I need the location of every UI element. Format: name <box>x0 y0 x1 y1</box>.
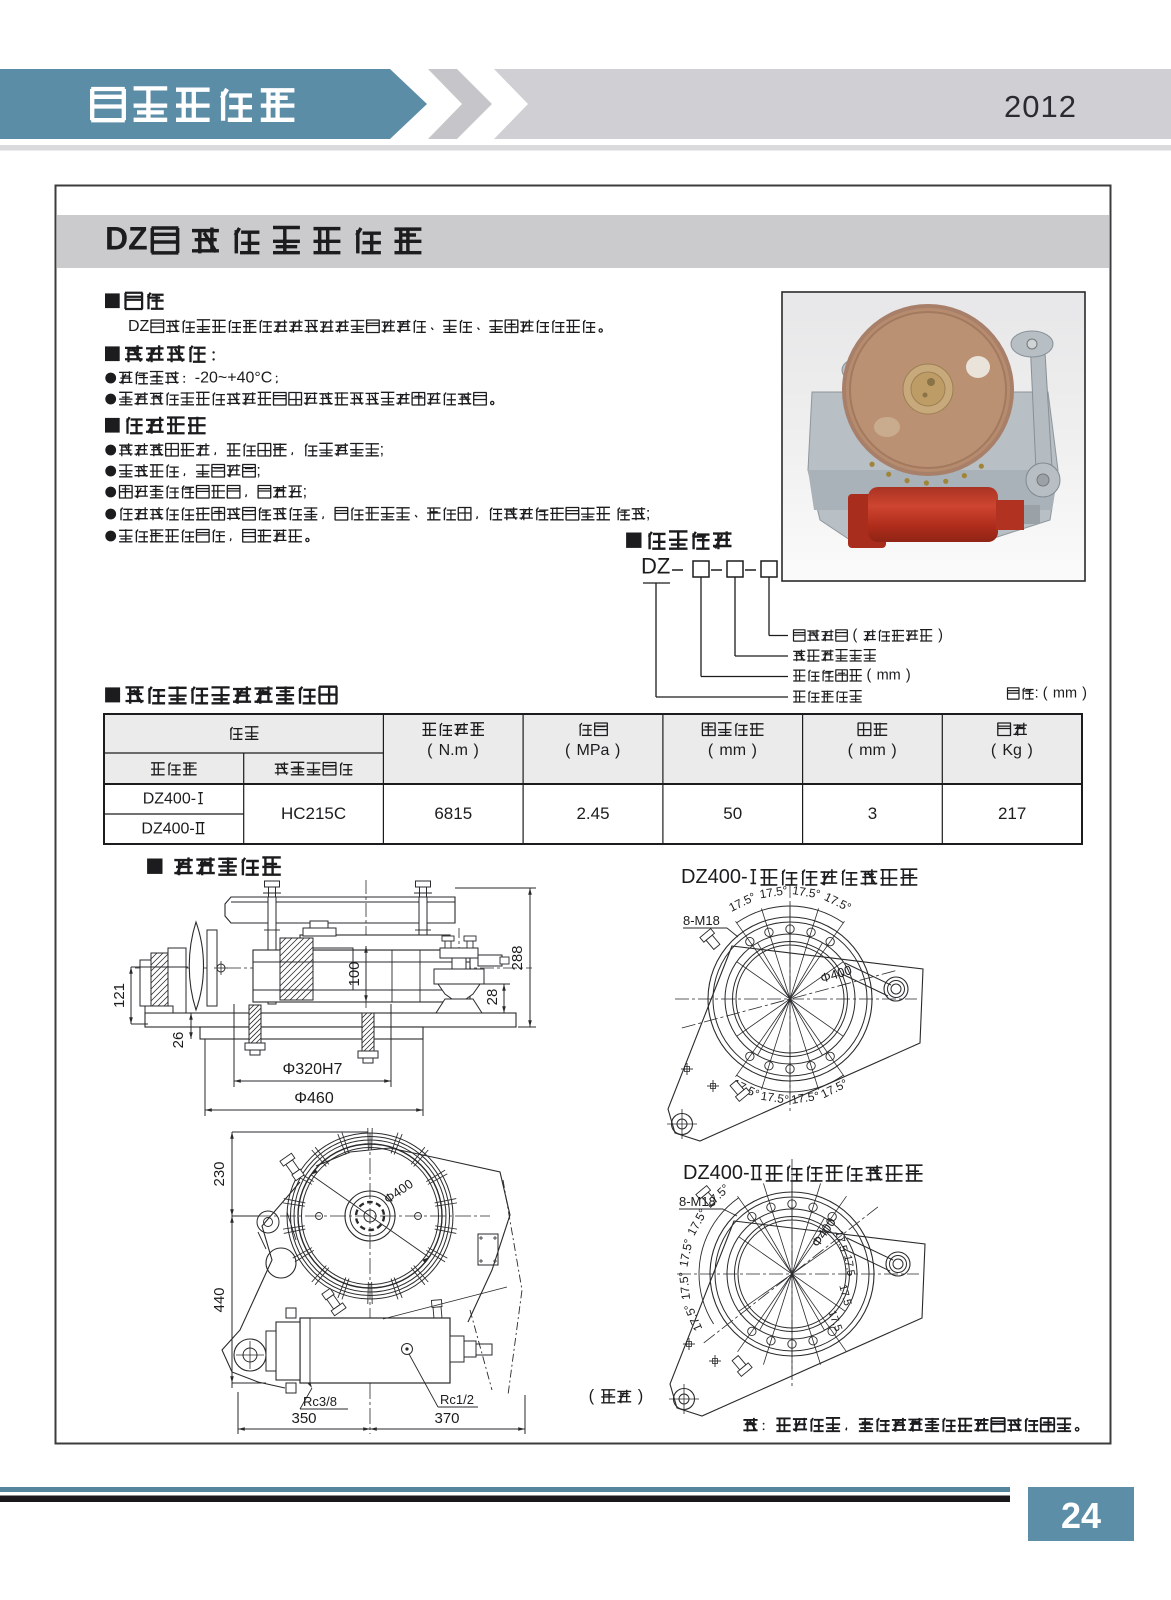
svg-text:;: ; <box>380 441 384 458</box>
svg-text:17.5°: 17.5° <box>676 1238 695 1269</box>
svg-text:17.5: 17.5 <box>832 1229 849 1253</box>
svg-text:): ) <box>1028 742 1033 759</box>
svg-text:(: ( <box>852 628 857 644</box>
svg-text:mm: mm <box>859 742 886 759</box>
svg-text:(: ( <box>427 742 433 759</box>
svg-text:3: 3 <box>868 804 877 823</box>
svg-text:370: 370 <box>434 1410 459 1427</box>
svg-text:17.5: 17.5 <box>836 1283 853 1307</box>
svg-text:mm: mm <box>1053 686 1077 702</box>
svg-text:440: 440 <box>211 1287 228 1312</box>
svg-text:HC215C: HC215C <box>281 804 346 823</box>
svg-text:50: 50 <box>723 804 742 823</box>
svg-text:): ) <box>752 742 757 759</box>
svg-text:): ) <box>615 742 620 759</box>
svg-text:): ) <box>638 1387 644 1405</box>
svg-text:100: 100 <box>346 961 363 986</box>
svg-text:DZ: DZ <box>105 221 148 257</box>
svg-text:DZ: DZ <box>128 318 150 335</box>
svg-text:2012: 2012 <box>1004 89 1077 124</box>
svg-text:N.m: N.m <box>439 742 468 759</box>
svg-text:Φ320H7: Φ320H7 <box>283 1061 343 1078</box>
svg-text:mm: mm <box>877 668 901 684</box>
svg-text:): ) <box>938 628 943 644</box>
svg-text:(: ( <box>867 668 872 684</box>
svg-text:;: ; <box>303 483 307 500</box>
svg-text:8-M18: 8-M18 <box>683 913 720 928</box>
svg-text:Rc1/2: Rc1/2 <box>440 1392 474 1407</box>
svg-text:6815: 6815 <box>434 804 472 823</box>
svg-text:2.45: 2.45 <box>576 804 609 823</box>
svg-text:230: 230 <box>211 1161 228 1186</box>
svg-text:DZ400-: DZ400- <box>681 866 748 888</box>
svg-text:DZ400-: DZ400- <box>683 1162 750 1184</box>
svg-text:Rc3/8: Rc3/8 <box>303 1394 337 1409</box>
svg-text:217: 217 <box>998 804 1026 823</box>
svg-text:24: 24 <box>1061 1495 1101 1536</box>
svg-text:°C: °C <box>254 369 272 386</box>
svg-text:17.5°: 17.5° <box>790 1089 820 1107</box>
svg-text:): ) <box>906 668 911 684</box>
svg-text:mm: mm <box>719 742 746 759</box>
svg-text:(: ( <box>1043 686 1048 702</box>
svg-text:(: ( <box>848 742 854 759</box>
svg-text:17.5°: 17.5° <box>791 883 821 901</box>
svg-text::: : <box>1035 686 1039 702</box>
svg-text:): ) <box>891 742 896 759</box>
svg-text:-20~+40: -20~+40 <box>195 369 255 386</box>
svg-text:288: 288 <box>509 945 526 970</box>
svg-text:28: 28 <box>484 989 501 1006</box>
svg-text:DZ: DZ <box>641 554 670 579</box>
svg-text:17.5: 17.5 <box>841 1254 857 1277</box>
svg-text:MPa: MPa <box>577 742 610 759</box>
svg-text:(: ( <box>589 1387 595 1405</box>
svg-text:DZ400-: DZ400- <box>143 790 196 807</box>
svg-text:DZ400-: DZ400- <box>141 820 194 837</box>
svg-text:): ) <box>474 742 479 759</box>
svg-text:(: ( <box>565 742 571 759</box>
svg-text:17.5°: 17.5° <box>760 1089 790 1107</box>
svg-text:Φ460: Φ460 <box>294 1090 334 1107</box>
svg-text:8-M18: 8-M18 <box>679 1194 716 1209</box>
svg-text:26: 26 <box>170 1032 187 1049</box>
svg-text:;: ; <box>646 505 650 522</box>
svg-text:(: ( <box>991 742 997 759</box>
svg-text:;: ; <box>256 462 260 479</box>
svg-text:350: 350 <box>291 1410 316 1427</box>
svg-text:(: ( <box>708 742 714 759</box>
svg-text:121: 121 <box>111 983 128 1008</box>
svg-text:17.5°: 17.5° <box>676 1271 693 1301</box>
svg-text:): ) <box>1082 686 1087 702</box>
svg-text:Kg: Kg <box>1002 742 1022 759</box>
svg-text:17.5°: 17.5° <box>759 883 789 901</box>
